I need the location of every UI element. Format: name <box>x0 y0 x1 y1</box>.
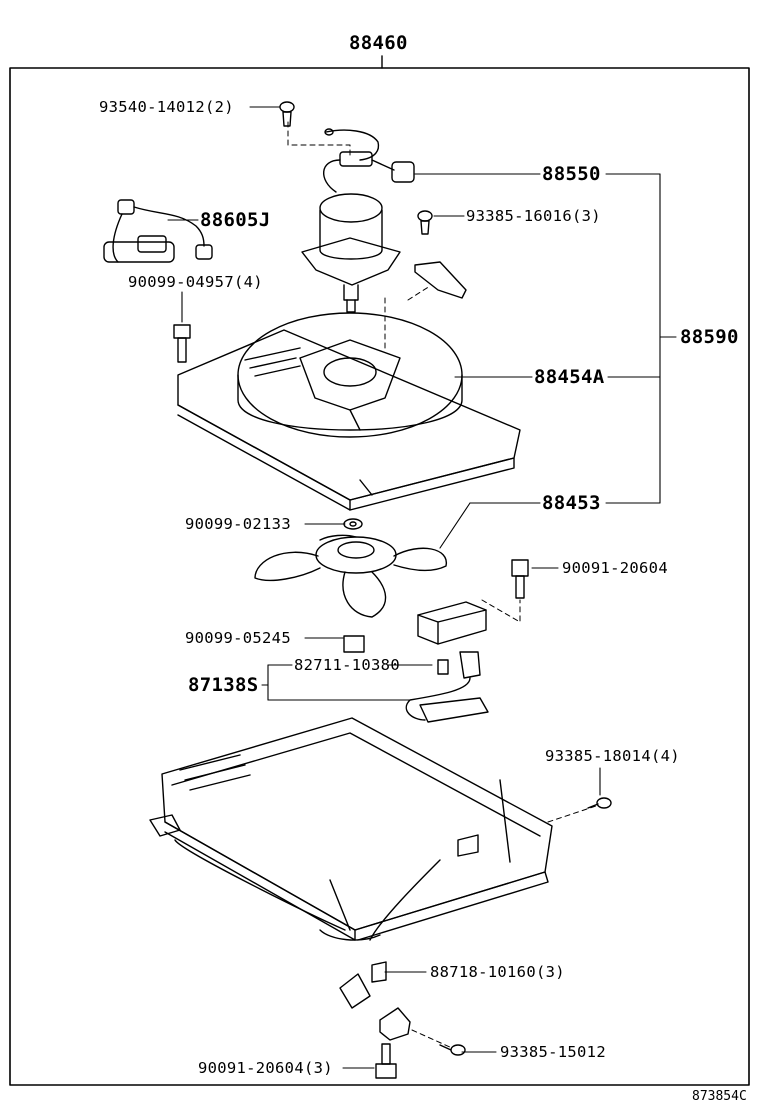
figure-code: 873854C <box>692 1089 747 1104</box>
fan-shroud <box>177 312 521 511</box>
label-82711-10380: 82711-10380 <box>294 656 400 674</box>
label-88605j: 88605J <box>200 209 271 231</box>
assembly-frame <box>9 55 750 1086</box>
bolt-90091-20604 <box>511 559 529 599</box>
screw-93385-15012 <box>439 1044 466 1056</box>
mount-bracket <box>379 1007 411 1041</box>
label-88550: 88550 <box>542 163 601 185</box>
leader-lines <box>167 106 677 1069</box>
label-93385-16016: 93385-16016(3) <box>466 207 601 225</box>
bolt-90099-04957 <box>173 324 191 363</box>
wire-harness-88605j <box>103 199 213 263</box>
bolt-90091-20604-3 <box>375 1043 397 1079</box>
label-90099-05245: 90099-05245 <box>185 629 291 647</box>
label-90091-20604-3: 90091-20604(3) <box>198 1059 333 1077</box>
label-88454a: 88454A <box>534 366 605 388</box>
screw-93540 <box>279 101 295 127</box>
dashed-guides <box>287 121 597 1049</box>
label-93385-18014: 93385-18014(4) <box>545 747 680 765</box>
motor-harness <box>323 128 415 193</box>
fan-motor <box>301 193 401 313</box>
label-88453: 88453 <box>542 492 601 514</box>
label-90091-20604: 90091-20604 <box>562 559 668 577</box>
screw-93385-18014 <box>587 797 612 809</box>
bracket-small <box>414 210 467 299</box>
label-93540: 93540-14012(2) <box>99 98 234 116</box>
label-assembly: 88460 <box>349 32 408 54</box>
nut-90099-05245 <box>343 635 365 653</box>
label-90099-04957: 90099-04957(4) <box>128 273 263 291</box>
label-90099-02133: 90099-02133 <box>185 515 291 533</box>
relay-block <box>417 601 487 645</box>
nut-90099-02133 <box>343 518 363 530</box>
resistor-harness <box>405 651 489 723</box>
label-88718-10160: 88718-10160(3) <box>430 963 565 981</box>
clip-88718 <box>339 961 387 1009</box>
condenser-frame <box>149 717 553 941</box>
label-88590: 88590 <box>680 326 739 348</box>
label-87138s: 87138S <box>188 674 259 696</box>
label-93385-15012: 93385-15012 <box>500 1043 606 1061</box>
fan-blade <box>254 534 447 618</box>
